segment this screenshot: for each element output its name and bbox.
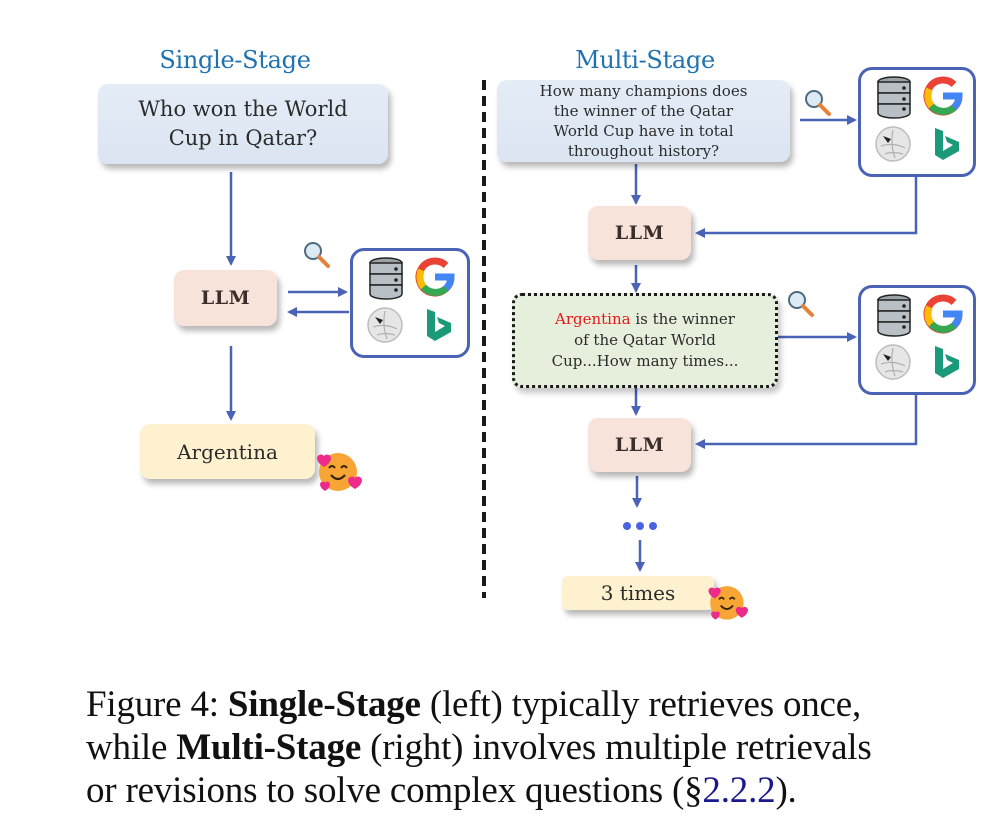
magnifier-icon bbox=[788, 291, 814, 317]
bing-icon bbox=[427, 309, 451, 341]
caption-bold-multi: Multi-Stage bbox=[176, 727, 362, 768]
multi-retriever-box-1 bbox=[858, 67, 976, 177]
google-icon bbox=[415, 257, 455, 297]
caption-text: or revisions to solve complex questions … bbox=[86, 770, 703, 811]
intermediate-text: is the winner bbox=[630, 310, 735, 328]
question-line: World Cup have in total bbox=[553, 122, 734, 140]
database-icon bbox=[877, 294, 911, 337]
magnifier-icon bbox=[304, 242, 330, 268]
question-line: Cup in Qatar? bbox=[168, 126, 318, 150]
smiling-face-with-hearts-icon bbox=[708, 586, 748, 620]
single-retriever-box bbox=[350, 248, 470, 358]
magnifier-icon bbox=[805, 90, 831, 116]
caption-text: (left) typically retrieves once, bbox=[420, 684, 862, 725]
arrow-retriever1-to-llm1 bbox=[695, 172, 918, 238]
multi-answer-box: 3 times bbox=[562, 576, 714, 610]
question-line: Who won the World bbox=[138, 97, 348, 121]
single-stage-title: Single-Stage bbox=[159, 46, 311, 74]
database-icon bbox=[877, 76, 911, 119]
database-icon bbox=[369, 257, 403, 300]
question-line: How many champions does bbox=[539, 82, 748, 100]
figure-caption: Figure 4: Single-Stage (left) typically … bbox=[86, 683, 986, 812]
multi-llm-box-1: LLM bbox=[588, 206, 691, 260]
intermediate-line: Cup...How many times... bbox=[551, 352, 739, 370]
caption-bold-single: Single-Stage bbox=[227, 684, 421, 725]
single-question-box: Who won the World Cup in Qatar? bbox=[98, 84, 388, 164]
wikipedia-icon bbox=[875, 344, 911, 380]
ellipsis-dot bbox=[636, 522, 644, 530]
multi-question-box: How many champions does the winner of th… bbox=[497, 80, 790, 162]
google-icon bbox=[923, 294, 963, 334]
caption-prefix: Figure 4: bbox=[86, 684, 228, 725]
question-line: throughout history? bbox=[567, 142, 720, 160]
bing-icon bbox=[935, 128, 959, 160]
intermediate-line: Argentina is the winner bbox=[555, 309, 735, 330]
ellipsis-dot bbox=[623, 522, 631, 530]
bing-icon bbox=[935, 346, 959, 378]
intermediate-line: of the Qatar World bbox=[574, 331, 716, 349]
wikipedia-icon bbox=[367, 307, 403, 343]
intermediate-box: Argentina is the winner of the Qatar Wor… bbox=[512, 293, 778, 388]
caption-text: ). bbox=[775, 770, 797, 811]
arrow-retriever2-to-llm2 bbox=[695, 390, 918, 449]
single-llm-box: LLM bbox=[174, 270, 277, 326]
single-answer-box: Argentina bbox=[140, 424, 315, 479]
google-icon bbox=[923, 76, 963, 116]
multi-retriever-box-2 bbox=[858, 285, 976, 395]
question-line: the winner of the Qatar bbox=[553, 102, 734, 120]
section-reference-link[interactable]: 2.2.2 bbox=[702, 770, 776, 811]
multi-stage-title: Multi-Stage bbox=[575, 46, 715, 74]
wikipedia-icon bbox=[875, 126, 911, 162]
caption-text: while bbox=[86, 727, 177, 768]
smiling-face-with-hearts-icon bbox=[317, 453, 362, 491]
ellipsis-dot bbox=[649, 522, 657, 530]
caption-text: (right) involves multiple retrievals bbox=[361, 727, 872, 768]
multi-llm-box-2: LLM bbox=[588, 418, 691, 472]
highlight-entity: Argentina bbox=[555, 310, 631, 328]
